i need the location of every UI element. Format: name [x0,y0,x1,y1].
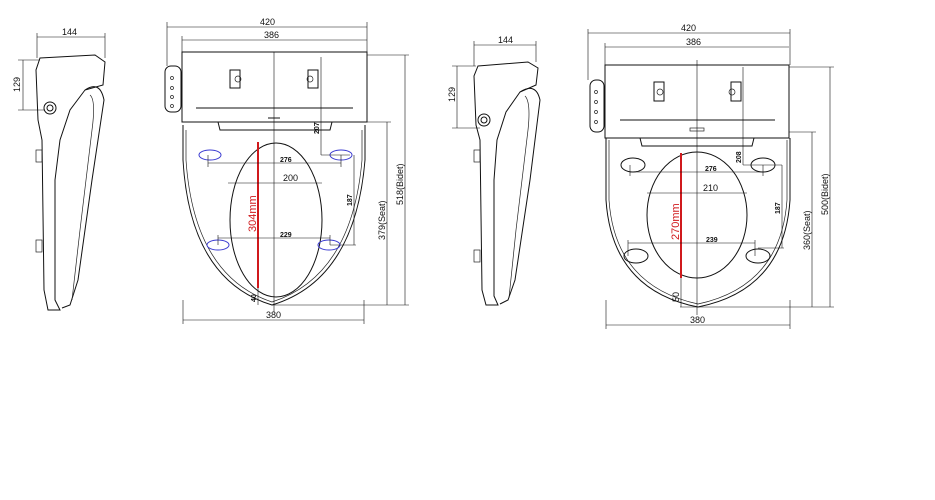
opening-length-label: 304mm [247,195,259,232]
hole-spacing-top-label: 276 [280,157,292,164]
opening-width-label: 200 [283,173,298,183]
control-panel-icon [164,65,182,113]
hole-spacing-bottom-label: 239 [706,237,718,244]
side-height-label: 129 [12,77,22,92]
opening-width-label: 210 [703,183,718,193]
side-view-left: 144 129 [12,27,106,311]
hinge-to-hole-label: 207 [314,122,321,134]
hole-vertical-spacing-label: 187 [775,202,782,214]
overall-width-label: 420 [260,17,275,27]
seat-width-label: 380 [266,310,281,320]
mount-hole [620,157,646,173]
overall-width-label: 420 [681,23,696,33]
hole-spacing-bottom-label: 229 [280,232,292,239]
seat-length-label: 360(Seat) [802,210,812,250]
hinge-to-hole-label: 208 [736,151,743,163]
front-gap-label: 40 [251,294,258,302]
seat-width-label: 380 [690,315,705,325]
control-panel-icon [589,79,605,133]
hole-vertical-spacing-label: 187 [347,194,354,206]
side-height-label: 129 [447,87,457,102]
total-length-label: 500(Bidet) [820,173,830,215]
mount-hole [745,248,771,264]
opening-length-label: 270mm [670,203,682,240]
top-view-right: 270mm 420 386 380 276 210 239 208 187 36… [587,23,834,329]
seat-length-label: 379(Seat) [377,200,387,240]
body-width-label: 386 [264,30,279,40]
top-view-left: 304mm 420 386 380 276 200 229 207 187 37… [164,17,409,324]
side-view-right: 144 129 [447,35,541,306]
total-length-label: 518(Bidet) [395,163,405,205]
side-width-label: 144 [62,27,77,37]
body-width-label: 386 [686,37,701,47]
mount-hole [623,248,649,264]
front-gap-label: 50 [671,292,681,302]
side-width-label: 144 [498,35,513,45]
mount-hole [198,149,222,161]
hole-spacing-top-label: 276 [705,166,717,173]
